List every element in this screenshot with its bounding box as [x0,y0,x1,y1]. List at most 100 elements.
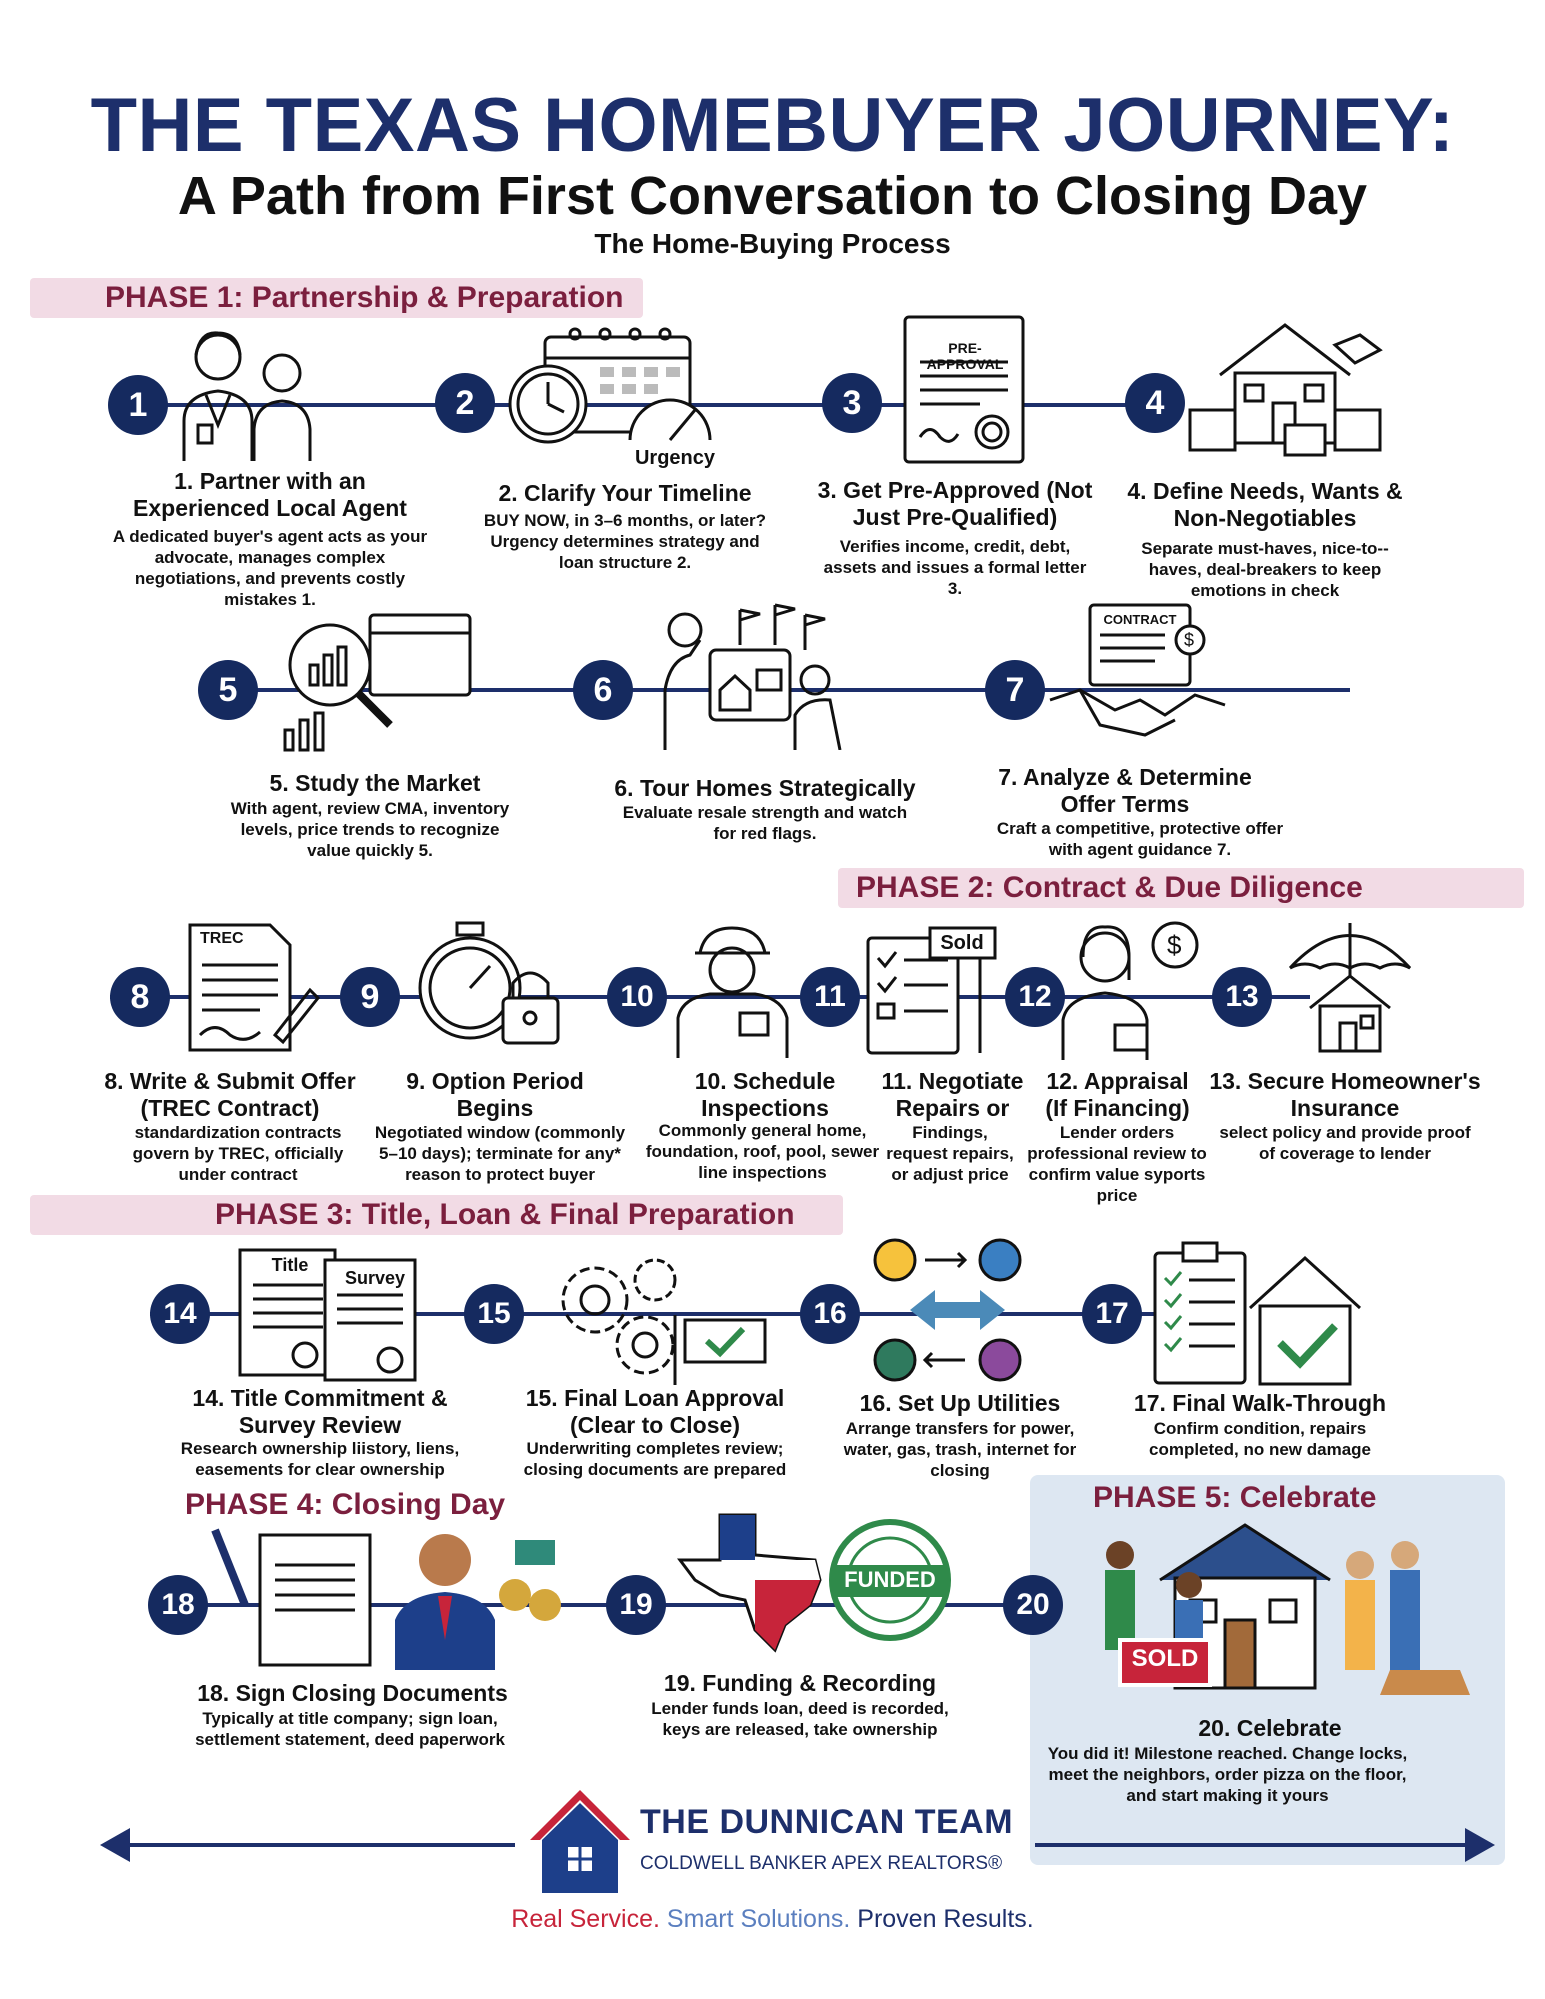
step-8-number: 8 [110,967,170,1027]
step-20-title: 20. Celebrate [1198,1715,1342,1741]
tagline-part-1: Real Service. [511,1905,660,1933]
tagline-part-3: Proven Results. [857,1905,1034,1933]
phase-5-label: PHASE 5: Celebrate [1093,1478,1376,1518]
step-9-title: 9. Option Period Begins [406,1068,584,1121]
step-17-number: 17 [1082,1284,1142,1344]
footer-arrow-line-left [115,1843,515,1847]
step-1-desc: A dedicated buyer's agent acts as your a… [112,527,428,609]
page-caption: The Home-Buying Process [594,228,951,259]
signing-documents-icon [211,1528,561,1670]
timeline-row-4 [150,1312,1160,1316]
step-14-title: 14. Title Commitment & Survey Review [192,1385,448,1438]
arrow-left-icon [100,1828,130,1862]
step-15-desc: Underwriting completes review; closing d… [523,1439,787,1479]
step-9-desc: Negotiated window (commonly 5–10 days); … [374,1123,626,1184]
step-13-number: 13 [1212,967,1272,1027]
step-14-desc: Research ownership liistory, liens, ease… [180,1439,460,1479]
step-3-title: 3. Get Pre-Approved (Not Just Pre-Qualif… [817,477,1093,530]
step-2-number: 2 [435,373,495,433]
step-11-title: 11. Negotiate Repairs or [881,1068,1024,1121]
tagline-part-2: Smart Solutions. [666,1905,851,1933]
phase-2-label: PHASE 2: Contract & Due Diligence [838,868,1524,908]
pre-approval-doc-label: PRE-APPROVAL [926,340,1004,372]
phase-1-label: PHASE 1: Partnership & Preparation [30,278,643,318]
step-13-title: 13. Secure Homeowner's Insurance [1209,1068,1481,1121]
timeline-row-3 [110,995,1310,999]
brokerage-name: COLDWELL BANKER APEX REALTORS® [640,1853,1003,1874]
step-8-title: 8. Write & Submit Offer (TREC Contract) [104,1068,356,1121]
timeline-row-1 [110,403,1180,407]
contract-handshake-icon: $ [1049,603,1226,737]
survey-doc-label: Survey [344,1268,406,1288]
step-19-title: 19. Funding & Recording [663,1670,937,1696]
tour-homes-icon [663,603,842,750]
step-8-desc: standardization contracts govern by TREC… [132,1123,344,1184]
step-7-desc: Craft a competitive, protective offer wi… [996,819,1284,859]
step-20-number: 20 [1003,1575,1063,1635]
step-7-number: 7 [985,660,1045,720]
step-3-desc: Verifies income, credit, debt, assets an… [823,537,1087,598]
step-5-number: 5 [198,660,258,720]
trec-contract-pen-icon [188,923,320,1052]
step-12-title: 12. Appraisal (If Financing) [1045,1068,1190,1121]
step-3-number: 3 [822,373,882,433]
urgency-label: Urgency [634,447,716,469]
inspector-icon [676,926,789,1058]
celebration-family-house-icon [1105,1523,1470,1695]
trec-doc-label: TREC [200,930,244,947]
walkthrough-clipboard-house-icon [1153,1241,1362,1386]
step-19-number: 19 [606,1575,666,1635]
step-14-number: 14 [150,1284,210,1344]
market-analysis-icon [283,613,472,752]
step-6-title: 6. Tour Homes Strategically [614,775,916,801]
step-10-number: 10 [607,967,667,1027]
calendar-clock-gauge-icon [508,327,712,444]
step-13-desc: select policy and provide proof of cover… [1219,1123,1471,1163]
texas-funded-icon [677,1513,951,1653]
step-10-desc: Commonly general home, foundation, roof,… [645,1121,880,1182]
pre-approval-document-icon [903,315,1025,464]
step-12-desc: Lender orders professional review to con… [1027,1123,1207,1205]
phase-3-label: PHASE 3: Title, Loan & Final Preparation [30,1195,843,1235]
agent-people-icon [182,331,312,461]
step-7-title: 7. Analyze & Determine Offer Terms [998,764,1252,817]
step-18-number: 18 [148,1575,208,1635]
step-16-number: 16 [800,1284,860,1344]
house-boxes-tag-icon [1188,323,1383,457]
page-title: THE TEXAS HOMEBUYER JOURNEY: [90,83,1455,168]
timeline-row-5 [150,1603,1030,1607]
step-15-title: 15. Final Loan Approval (Clear to Close) [525,1385,785,1438]
step-10-title: 10. Schedule Inspections [694,1068,836,1121]
step-2-title: 2. Clarify Your Timeline [498,480,752,506]
step-4-number: 4 [1125,373,1185,433]
phase-4-label: PHASE 4: Closing Day [185,1485,505,1525]
team-name: THE DUNNICAN TEAM [640,1803,1014,1841]
step-18-desc: Typically at title company; sign loan, s… [195,1709,505,1749]
footer-arrow-line-right [1035,1843,1475,1847]
appraiser-dollar-icon: $ [1061,921,1199,1060]
page-subtitle: A Path from First Conversation to Closin… [177,166,1368,226]
phase-5-text: PHASE 5: Celebrate [1093,1481,1377,1514]
contract-doc-label: CONTRACT [1103,612,1177,627]
checklist-sold-icon [866,926,997,1055]
title-doc-label: Title [271,1255,309,1275]
step-9-number: 9 [340,967,400,1027]
step-19-desc: Lender funds loan, deed is recorded, key… [651,1699,949,1739]
stopwatch-lock-icon [418,921,560,1045]
phase-4-text: PHASE 4: Closing Day [185,1488,506,1521]
step-16-desc: Arrange transfers for power, water, gas,… [843,1419,1077,1480]
step-1-title: 1. Partner with an Experienced Local Age… [133,468,407,521]
step-15-number: 15 [464,1284,524,1344]
step-5-desc: With agent, review CMA, inventory levels… [230,799,510,860]
arrow-right-icon [1465,1828,1495,1862]
funded-stamp-label: FUNDED [844,1567,936,1592]
phase-1-text: PHASE 1: Partnership & Preparation [105,281,624,314]
step-18-title: 18. Sign Closing Documents [197,1680,508,1706]
step-17-desc: Confirm condition, repairs completed, no… [1149,1419,1371,1459]
svg-text:$: $ [1184,630,1194,650]
step-1-number: 1 [108,375,168,435]
step-4-desc: Separate must-haves, nice-to--haves, dea… [1141,539,1389,600]
dunnican-house-logo-icon [530,1790,630,1893]
phase-3-text: PHASE 3: Title, Loan & Final Preparation [215,1198,795,1231]
step-11-number: 11 [800,967,860,1027]
